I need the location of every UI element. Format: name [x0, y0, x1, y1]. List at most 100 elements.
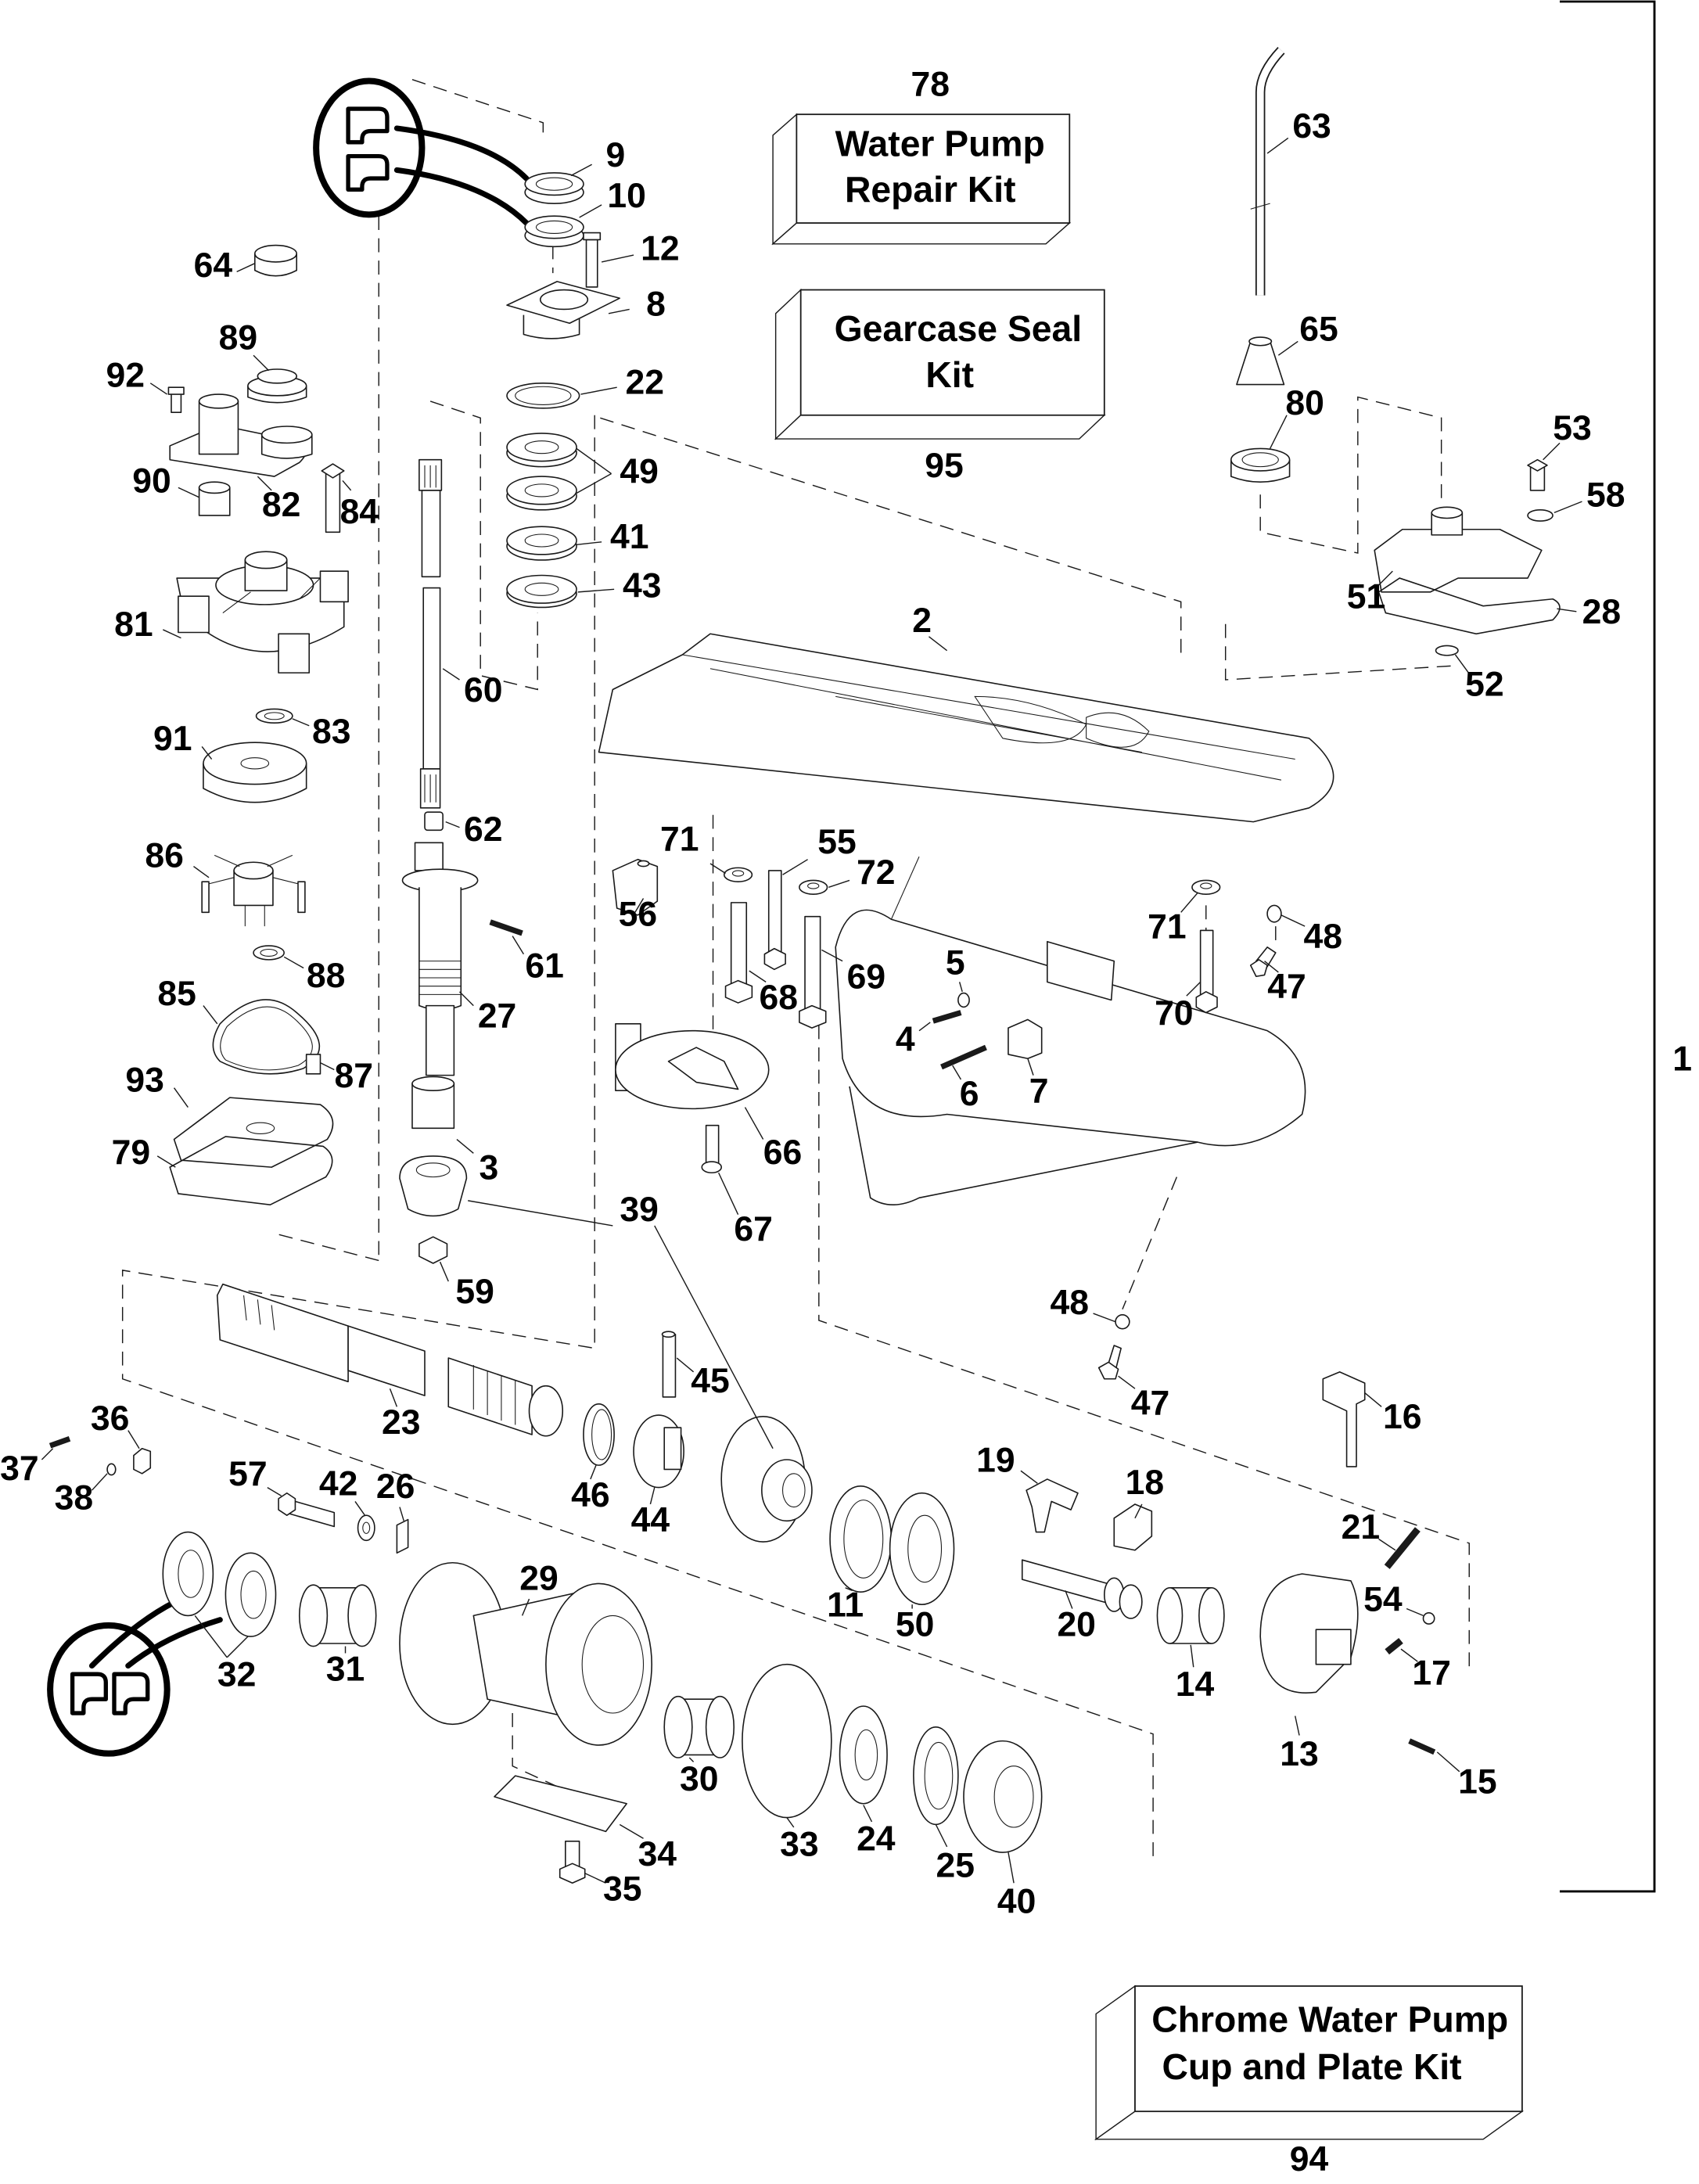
part-boot-65[interactable] [1236, 336, 1285, 386]
callout-label[interactable]: 54 [1363, 1580, 1403, 1618]
part-washer-48-upper[interactable] [1266, 904, 1282, 923]
callout-label[interactable]: 66 [763, 1133, 803, 1172]
callout-label[interactable]: 27 [478, 997, 517, 1035]
part-shift-rod-63[interactable] [1250, 47, 1285, 296]
part-anode-56[interactable] [612, 858, 659, 916]
callout-label[interactable]: 10 [607, 177, 646, 215]
part-nut-59[interactable] [418, 1236, 448, 1264]
callout-label[interactable]: 61 [525, 947, 564, 985]
callout-label[interactable]: 16 [1383, 1398, 1422, 1436]
callout-label[interactable]: 14 [1176, 1665, 1215, 1704]
part-anode-7[interactable] [1008, 1018, 1043, 1060]
part-propeller-shaft-23[interactable] [216, 1283, 564, 1437]
part-bolt-57[interactable] [278, 1492, 336, 1528]
callout-label[interactable]: 8 [646, 286, 666, 324]
callout-label[interactable]: 43 [623, 566, 662, 605]
part-pin-15[interactable] [1408, 1738, 1436, 1755]
callout-label[interactable]: 4 [896, 1021, 915, 1059]
callout-label[interactable]: 24 [857, 1820, 896, 1859]
part-o-ring-33[interactable] [742, 1663, 832, 1819]
part-screw-4[interactable] [932, 1010, 962, 1024]
part-trim-tab-66[interactable] [615, 1022, 770, 1110]
part-clip-36[interactable] [133, 1447, 152, 1475]
callout-label[interactable]: 88 [307, 957, 346, 995]
callout-label[interactable]: 42 [319, 1465, 358, 1503]
callout-label[interactable]: 52 [1465, 666, 1503, 704]
callout-label[interactable]: 37 [0, 1449, 38, 1488]
part-plug-47-upper[interactable] [1249, 947, 1277, 978]
callout-label[interactable]: 38 [55, 1478, 94, 1517]
callout-label[interactable]: 90 [132, 462, 171, 501]
callout-label[interactable]: 55 [817, 823, 857, 861]
callout-label[interactable]: 21 [1342, 1508, 1381, 1546]
callout-label[interactable]: 41 [610, 518, 649, 556]
kit-box-chrome-cup-plate[interactable]: Chrome Water Pump Cup and Plate Kit 94 [1094, 1985, 1525, 2179]
callout-label[interactable]: 84 [340, 493, 379, 531]
part-screw-37[interactable] [48, 1435, 71, 1449]
part-gasket-85[interactable] [212, 999, 321, 1075]
callout-label[interactable]: 63 [1292, 107, 1331, 145]
part-shift-rod-cover-51[interactable] [1374, 506, 1543, 593]
part-screw-92[interactable] [167, 386, 185, 414]
callout-label[interactable]: 51 [1347, 578, 1386, 616]
part-thrust-bearing-43[interactable] [506, 574, 577, 609]
part-thrust-washer-41[interactable] [506, 526, 577, 561]
part-washer-72[interactable] [799, 879, 828, 895]
callout-label[interactable]: 45 [691, 1362, 730, 1400]
part-screw-6[interactable] [940, 1044, 987, 1070]
part-bushing-62[interactable] [424, 811, 444, 832]
callout-label[interactable]: 50 [896, 1605, 935, 1643]
part-plate-34[interactable] [494, 1775, 627, 1833]
part-needle-bearing-3[interactable] [411, 1076, 455, 1130]
part-shift-lever-16[interactable] [1322, 1371, 1366, 1467]
callout-label[interactable]: 72 [857, 853, 896, 892]
part-key-87[interactable] [305, 1054, 321, 1075]
part-ball-54[interactable] [1422, 1612, 1435, 1625]
callout-label[interactable]: 60 [464, 671, 503, 709]
part-grommet-80[interactable] [1230, 447, 1291, 483]
part-seals-32[interactable] [162, 1531, 277, 1637]
part-plate-93[interactable] [173, 1097, 334, 1168]
callout-label[interactable]: 59 [455, 1273, 494, 1311]
part-washer-42[interactable] [357, 1514, 375, 1542]
part-retainer-8[interactable] [506, 281, 621, 339]
callout-label[interactable]: 92 [106, 356, 145, 394]
part-grommet-89[interactable] [247, 368, 307, 404]
part-thrust-washer-25[interactable] [913, 1726, 959, 1826]
callout-label[interactable]: 85 [157, 975, 196, 1013]
callout-label[interactable]: 87 [334, 1057, 373, 1095]
part-pinion-gear-39[interactable] [399, 1155, 468, 1217]
part-washer-52[interactable] [1435, 645, 1459, 656]
part-bolt-70[interactable] [1195, 929, 1218, 1014]
part-bolt-69[interactable] [799, 915, 827, 1029]
part-washer-48-lower[interactable] [1115, 1314, 1130, 1330]
part-needle-bearing-31[interactable] [298, 1584, 377, 1647]
callout-label[interactable]: 39 [620, 1191, 659, 1229]
callout-label[interactable]: 32 [217, 1655, 257, 1694]
callout-label[interactable]: 5 [946, 944, 965, 982]
callout-label[interactable]: 29 [519, 1560, 559, 1598]
part-bolt-68[interactable] [724, 902, 753, 1004]
callout-label[interactable]: 47 [1131, 1384, 1170, 1422]
part-gasket-28[interactable] [1378, 577, 1561, 635]
callout-label[interactable]: 80 [1285, 384, 1324, 422]
part-washer-58[interactable] [1527, 509, 1554, 522]
callout-label[interactable]: 81 [114, 605, 153, 644]
callout-label[interactable]: 44 [631, 1501, 670, 1539]
callout-label[interactable]: 11 [827, 1586, 864, 1624]
callout-label[interactable]: 91 [153, 720, 192, 758]
callout-label[interactable]: 93 [125, 1061, 164, 1099]
callout-label[interactable]: 9 [606, 136, 626, 174]
callout-label[interactable]: 22 [626, 363, 664, 401]
part-screw-12[interactable] [583, 232, 602, 288]
callout-label[interactable]: 3 [480, 1148, 499, 1187]
part-clutch-dog-44[interactable] [633, 1414, 684, 1489]
callout-label[interactable]: 12 [641, 229, 680, 268]
part-pin-45[interactable] [661, 1331, 677, 1398]
callout-label[interactable]: 7 [1029, 1072, 1049, 1111]
part-pin-21[interactable] [1384, 1527, 1421, 1569]
part-impeller-86[interactable] [201, 854, 306, 927]
callout-label[interactable]: 26 [376, 1467, 415, 1506]
part-shift-detent-18[interactable] [1113, 1503, 1153, 1551]
part-washer-5[interactable] [957, 992, 970, 1008]
